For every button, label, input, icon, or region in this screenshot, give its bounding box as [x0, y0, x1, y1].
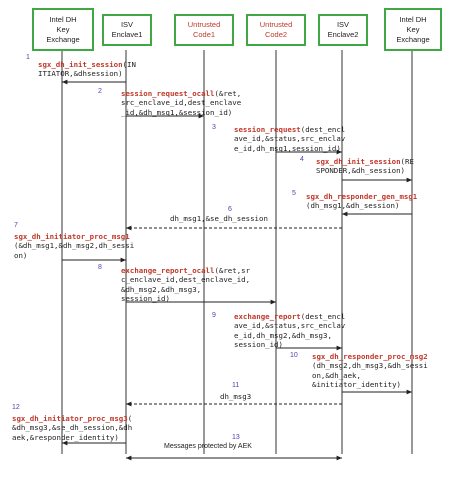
function-name: sgx_dh_init_session [316, 157, 401, 166]
function-name: sgx_dh_responder_proc_msg2 [312, 352, 428, 361]
function-args: (dh_msg1,&dh_session) [306, 201, 400, 211]
step-6-message: dh_msg1,&se_dh_session [170, 214, 268, 223]
lane-label: Untrusted Code1 [187, 20, 221, 39]
step-number: 10 [290, 352, 298, 359]
function-name: session_request_ocall [121, 89, 215, 98]
step-number: 13 [232, 434, 240, 441]
step-number: 8 [98, 264, 102, 271]
step-number: 7 [14, 222, 18, 229]
arrows [62, 79, 412, 461]
function-args: (&ret,sr c_enclave_id,dest_enclave_id, &… [121, 266, 251, 303]
step-number: 12 [12, 404, 20, 411]
lane-label: ISV Enclave1 [111, 20, 143, 39]
function-args: dh_msg1,&se_dh_session [170, 214, 268, 223]
lifelines [61, 50, 413, 454]
function-args: (&dh_msg1,&dh_msg2,dh_sessi on) [14, 241, 135, 260]
step-8-message: exchange_report_ocall(&ret,sr c_enclave_… [121, 266, 250, 303]
function-args: (IN ITIATOR,&dhsession) [38, 60, 136, 79]
function-name: exchange_report [234, 312, 301, 321]
step-number: 2 [98, 88, 102, 95]
step-13-message: Messages protected by AEK [164, 443, 252, 450]
step-number: 11 [232, 382, 240, 389]
step-4-message: sgx_dh_init_session(RE SPONDER,&dh_sessi… [316, 157, 414, 176]
step-number: 3 [212, 124, 216, 131]
function-args: (dh_msg2,dh_msg3,&dh_sessi on,&dh_aek, &… [312, 361, 428, 389]
step-12-message: sgx_dh_initiator_proc_msg3( &dh_msg3,&se… [12, 414, 132, 442]
lane-isv-enclave1: ISV Enclave1 [102, 14, 152, 46]
function-args: (&ret, src_enclave_id,dest_enclave _id,&… [121, 89, 242, 117]
step-9-message: exchange_report(dest_encl ave_id,&status… [234, 312, 345, 349]
function-name: sgx_dh_initiator_proc_msg1 [14, 232, 130, 241]
function-args: (dest_encl ave_id,&status,src_enclav e_i… [234, 125, 346, 153]
lane-label: Intel DH Key Exchange [46, 14, 80, 44]
step-number: 6 [228, 206, 232, 213]
function-args: ( &dh_msg3,&se_dh_session,&dh aek,&respo… [12, 414, 133, 442]
lane-intel-dh-2: Intel DH Key Exchange [384, 8, 442, 51]
lane-untrusted-code2: Untrusted Code2 [246, 14, 306, 46]
step-1-message: sgx_dh_init_session(IN ITIATOR,&dhsessio… [38, 60, 136, 79]
lane-isv-enclave2: ISV Enclave2 [318, 14, 368, 46]
lane-untrusted-code1: Untrusted Code1 [174, 14, 234, 46]
step-10-message: sgx_dh_responder_proc_msg2 (dh_msg2,dh_m… [312, 352, 428, 389]
lane-label: ISV Enclave2 [327, 20, 359, 39]
function-name: sgx_dh_responder_gen_msg1 [306, 192, 418, 201]
step-number: 4 [300, 156, 304, 163]
step-2-message: session_request_ocall(&ret, src_enclave_… [121, 89, 241, 117]
step-3-message: session_request(dest_encl ave_id,&status… [234, 125, 345, 153]
step-number: 5 [292, 190, 296, 197]
step-number: 1 [26, 54, 30, 61]
lane-label: Intel DH Key Exchange [396, 14, 430, 44]
lane-label: Untrusted Code2 [259, 20, 293, 39]
function-args: dh_msg3 [220, 392, 252, 401]
step-number: 9 [212, 312, 216, 319]
step-11-message: dh_msg3 [220, 392, 251, 401]
function-args: (RE SPONDER,&dh_session) [316, 157, 414, 176]
function-args: (dest_encl ave_id,&status,src_enclav e_i… [234, 312, 346, 349]
function-name: sgx_dh_initiator_proc_msg3 [12, 414, 128, 423]
function-name: exchange_report_ocall [121, 266, 215, 275]
function-name: sgx_dh_init_session [38, 60, 123, 69]
step-7-message: sgx_dh_initiator_proc_msg1 (&dh_msg1,&dh… [14, 232, 134, 260]
lane-intel-dh-1: Intel DH Key Exchange [32, 8, 94, 51]
step-5-message: sgx_dh_responder_gen_msg1 (dh_msg1,&dh_s… [306, 192, 417, 211]
function-name: session_request [234, 125, 301, 134]
